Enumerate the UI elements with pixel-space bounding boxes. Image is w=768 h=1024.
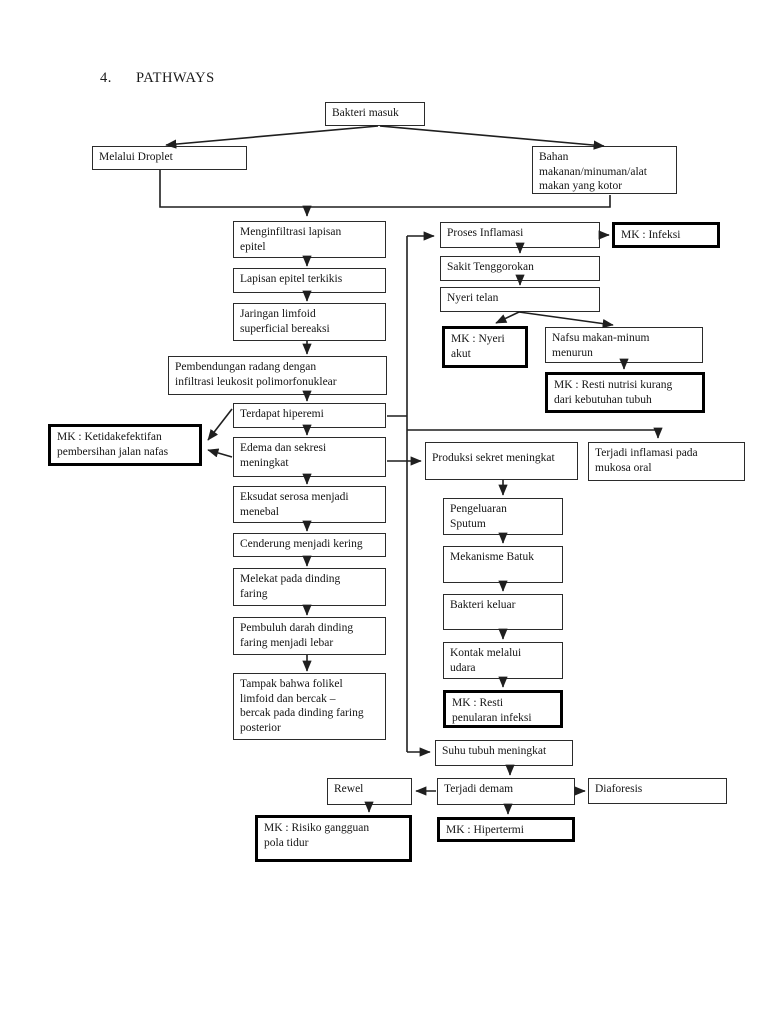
node-bahan-makanan: Bahan makanan/minuman/alat makan yang ko… xyxy=(532,146,677,194)
node-mk-risiko-gangguan-tidur: MK : Risiko gangguan pola tidur xyxy=(255,815,412,862)
section-title: PATHWAYS xyxy=(136,70,215,86)
node-terjadi-demam: Terjadi demam xyxy=(437,778,575,805)
mk-jalan-nafas-arrows xyxy=(207,408,233,458)
node-terdapat-hiperemi: Terdapat hiperemi xyxy=(233,403,386,428)
node-menginfiltrasi-lapisan-epitel: Menginfiltrasi lapisan epitel xyxy=(233,221,386,258)
section-number: 4. xyxy=(100,70,112,86)
node-melekat-dinding-faring: Melekat pada dinding faring xyxy=(233,568,386,606)
node-mk-infeksi: MK : Infeksi xyxy=(612,222,720,248)
node-nafsu-makan-minum: Nafsu makan-minum menurun xyxy=(545,327,703,363)
node-jaringan-limfoid: Jaringan limfoid superficial bereaksi xyxy=(233,303,386,341)
node-pengeluaran-sputum: Pengeluaran Sputum xyxy=(443,498,563,535)
node-rewel: Rewel xyxy=(327,778,412,805)
node-bakteri-keluar: Bakteri keluar xyxy=(443,594,563,630)
node-melalui-droplet: Melalui Droplet xyxy=(92,146,247,170)
node-nyeri-telan: Nyeri telan xyxy=(440,287,600,312)
node-produksi-sekret: Produksi sekret meningkat xyxy=(425,442,578,480)
node-pembuluh-darah: Pembuluh darah dinding faring menjadi le… xyxy=(233,617,386,655)
node-pembendungan-radang: Pembendungan radang dengan infiltrasi le… xyxy=(168,356,387,395)
node-mk-ketidakefektifan: MK : Ketidakefektifan pembersihan jalan … xyxy=(48,424,202,466)
node-mk-nyeri-akut: MK : Nyeri akut xyxy=(442,326,528,368)
node-sakit-tenggorokan: Sakit Tenggorokan xyxy=(440,256,600,281)
node-eksudat-serosa: Eksudat serosa menjadi menebal xyxy=(233,486,386,523)
node-mk-resti-nutrisi: MK : Resti nutrisi kurang dari kebutuhan… xyxy=(545,372,705,413)
node-cenderung-kering: Cenderung menjadi kering xyxy=(233,533,386,557)
node-kontak-melalui-udara: Kontak melalui udara xyxy=(443,642,563,679)
node-suhu-tubuh-meningkat: Suhu tubuh meningkat xyxy=(435,740,573,766)
node-edema-sekresi: Edema dan sekresi meningkat xyxy=(233,437,386,477)
node-terjadi-inflamasi-mukosa: Terjadi inflamasi pada mukosa oral xyxy=(588,442,745,481)
node-mk-resti-penularan: MK : Resti penularan infeksi xyxy=(443,690,563,728)
node-mk-hipertermi: MK : Hipertermi xyxy=(437,817,575,842)
node-proses-inflamasi: Proses Inflamasi xyxy=(440,222,600,248)
node-mekanisme-batuk: Mekanisme Batuk xyxy=(443,546,563,583)
node-diaforesis: Diaforesis xyxy=(588,778,727,804)
node-bakteri-masuk: Bakteri masuk xyxy=(325,102,425,126)
node-tampak-folikel: Tampak bahwa folikel limfoid dan bercak … xyxy=(233,673,386,740)
node-lapisan-epitel-terkikis: Lapisan epitel terkikis xyxy=(233,268,386,293)
